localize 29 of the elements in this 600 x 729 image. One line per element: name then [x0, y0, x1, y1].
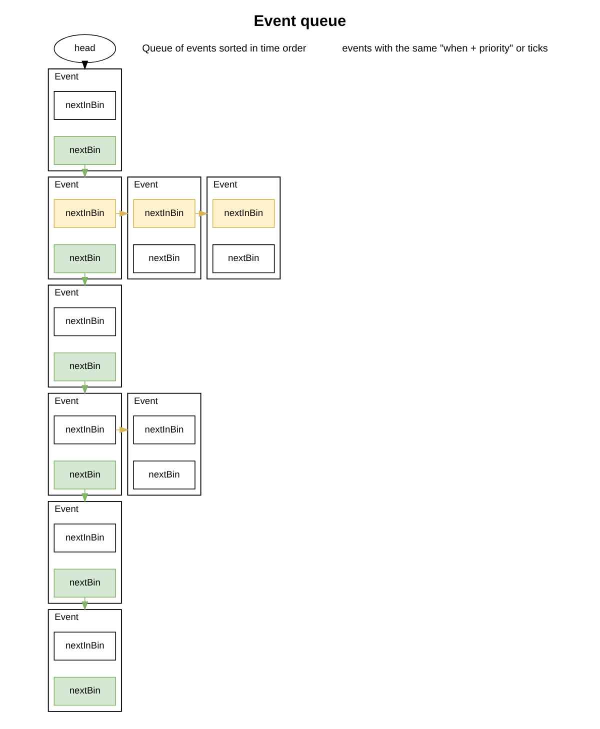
arrow — [116, 426, 129, 434]
node-box: nextInBin — [212, 199, 275, 228]
node-box: nextBin — [54, 568, 116, 598]
node-box: nextInBin — [54, 524, 116, 552]
arrow — [194, 210, 208, 217]
arrow — [116, 210, 129, 217]
node-box: nextBin — [54, 136, 116, 165]
node-box: nextInBin — [54, 307, 116, 336]
node-box: nextInBin — [54, 91, 116, 120]
node-box: nextBin — [54, 352, 116, 382]
node-box: nextInBin — [54, 199, 116, 228]
label: Queue of events sorted in time order — [142, 43, 306, 54]
node-box: nextBin — [133, 460, 196, 490]
node-box: nextBin — [133, 244, 196, 274]
diagram-title: Event queue — [254, 13, 346, 30]
arrow — [82, 164, 88, 178]
label: events with the same "when + priority" or ticks — [342, 43, 548, 54]
arrow — [82, 272, 88, 286]
node-box: nextInBin — [54, 632, 116, 660]
arrow — [82, 596, 88, 611]
arrow — [82, 380, 88, 394]
arrow — [82, 488, 88, 503]
node-box: nextBin — [212, 244, 275, 274]
node-box: nextInBin — [133, 415, 196, 444]
node-box: nextBin — [54, 676, 116, 706]
node-box: nextInBin — [54, 415, 116, 444]
node-box: nextInBin — [133, 199, 196, 228]
node-box: nextBin — [54, 244, 116, 274]
node-box: nextBin — [54, 460, 116, 490]
